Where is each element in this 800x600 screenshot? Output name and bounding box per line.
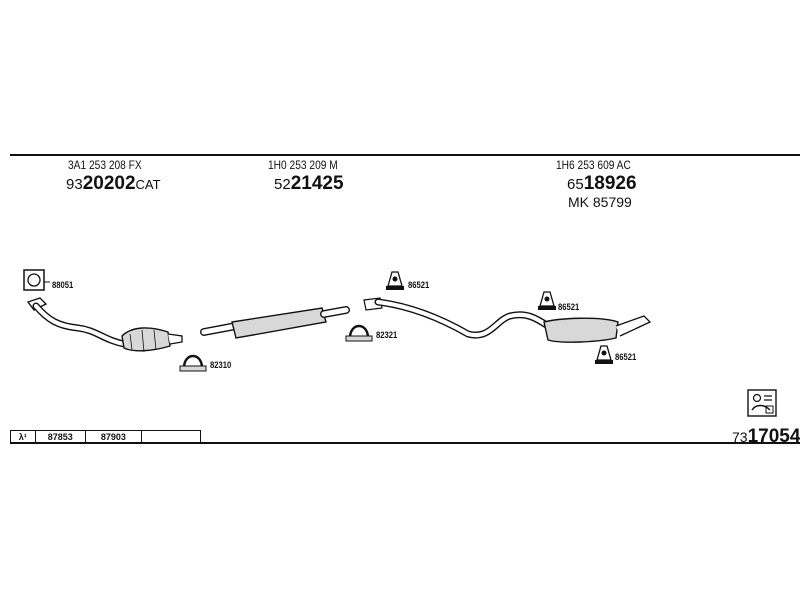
- label-clamp-mid: 82321: [376, 330, 398, 340]
- kit-box-icon: [747, 389, 777, 417]
- part-number-3-prefix: 65: [567, 176, 584, 193]
- label-hanger-1: 86521: [408, 280, 430, 290]
- label-clamp-left: 82310: [210, 360, 232, 370]
- lambda-value-1: 87853: [36, 431, 86, 443]
- part-number-2-main: 21425: [290, 173, 344, 194]
- kit-number-main: 17054: [747, 426, 800, 447]
- rear-silencer: [363, 297, 652, 343]
- part-number-1-prefix: 93: [66, 176, 83, 193]
- part-number-1: 9320202CAT: [66, 173, 161, 195]
- front-pipe-catalytic-converter: [26, 297, 183, 353]
- gasket-icon: [23, 269, 50, 291]
- hanger-icon: [386, 271, 404, 290]
- hanger-icon-2: [538, 291, 556, 310]
- kit-number: 7317054: [732, 426, 800, 448]
- oe-number-1: 3A1 253 208 FX: [68, 158, 142, 172]
- kit-number-prefix: 73: [732, 429, 748, 445]
- lambda-symbol: λ¹: [11, 431, 36, 443]
- hanger-icon-3: [595, 345, 613, 364]
- lambda-sensor-row: λ¹ 87853 87903: [10, 430, 201, 444]
- top-rule: [10, 154, 800, 156]
- part-number-2: 5221425: [274, 173, 344, 195]
- label-hanger-2: 86521: [558, 302, 580, 312]
- bottom-rule: [10, 442, 800, 444]
- oe-number-2: 1H0 253 209 M: [268, 158, 338, 172]
- label-gasket: 88051: [52, 280, 74, 290]
- label-hanger-3: 86521: [615, 352, 637, 362]
- part-number-1-main: 20202: [82, 173, 136, 194]
- oe-number-3: 1H6 253 609 AC: [556, 158, 631, 172]
- lambda-value-3: [142, 431, 200, 443]
- clamp-icon-mid: [345, 324, 373, 342]
- part-number-3-main: 18926: [583, 173, 637, 194]
- lambda-value-2: 87903: [86, 431, 142, 443]
- part-number-3: 6518926: [567, 173, 637, 195]
- part-number-1-suffix: CAT: [135, 177, 161, 192]
- part-number-2-prefix: 52: [274, 176, 291, 193]
- middle-silencer: [200, 306, 350, 339]
- mk-number: MK 85799: [568, 194, 632, 210]
- clamp-icon: [179, 354, 207, 372]
